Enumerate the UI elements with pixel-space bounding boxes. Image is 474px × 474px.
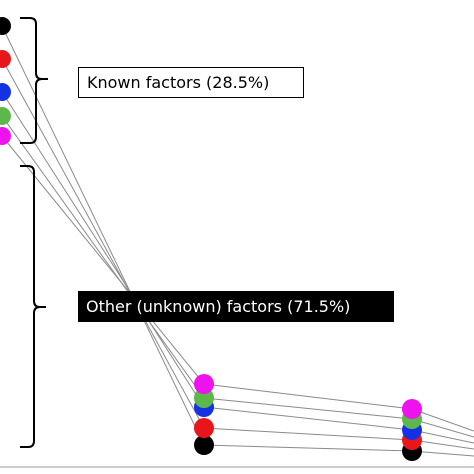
factor-1-circle [0,17,11,35]
factor-4-circle [0,107,11,125]
other-factors-label: Other (unknown) factors (71.5%) [78,291,394,322]
left-column-markers [0,17,11,145]
middle-column-markers [194,374,214,455]
factor-5-circle [0,127,11,145]
factor-2-circle [0,50,11,68]
connector-line [411,439,474,450]
connector-line [203,444,413,452]
factor-1-circle [194,435,214,455]
factor-2-circle [194,418,214,438]
known-factors-bracket [20,17,48,144]
connector-line [1,58,205,429]
connector-line [1,135,205,385]
factor-5-circle [194,374,214,394]
other-factors-bracket [20,165,46,448]
factor-4-circle [194,388,214,408]
connector-line [203,383,413,410]
connector-line [203,427,413,441]
factor-5-circle [402,399,422,419]
connector-line [203,406,413,431]
connector-line [1,91,205,408]
known-factors-label: Known factors (28.5%) [78,67,304,98]
connector-line [411,418,474,438]
connector-line [411,429,474,444]
connector-line [1,115,205,399]
factor-3-circle [0,83,11,101]
connector-line [203,397,413,420]
connector-line [411,450,474,457]
right-column-markers [402,399,422,461]
connector-line [411,408,474,432]
